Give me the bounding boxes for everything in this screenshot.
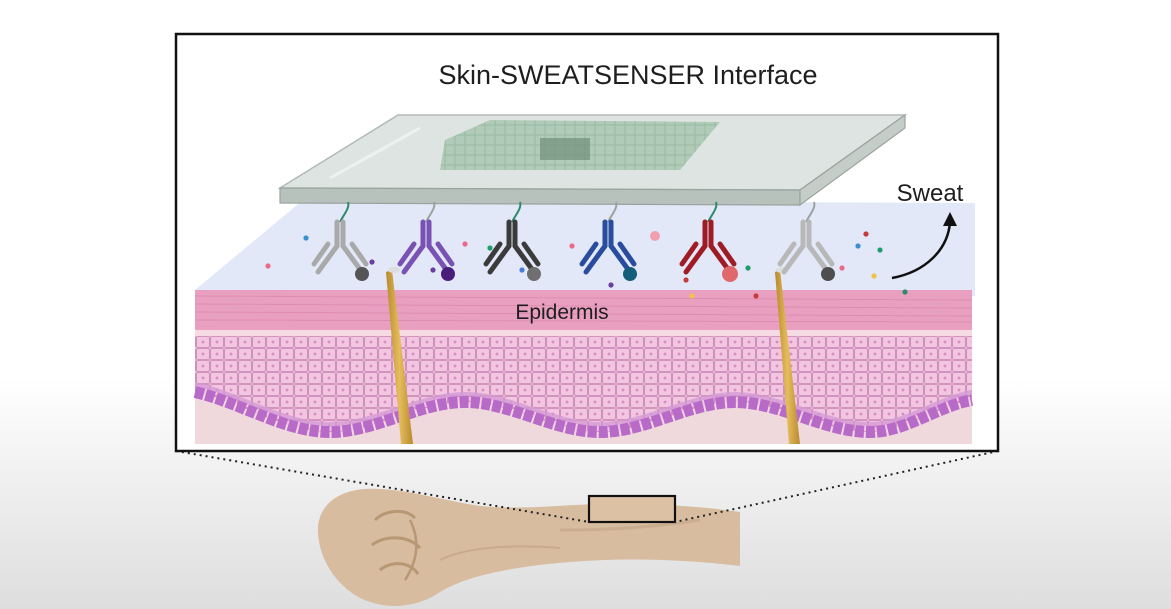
- analyte-dot: [462, 241, 468, 247]
- analyte-dot: [855, 243, 861, 249]
- analyte-dot: [303, 235, 309, 241]
- analyte-dot: [902, 289, 908, 295]
- analyte-dot: [369, 259, 375, 265]
- analyte-dot: [650, 231, 660, 241]
- analyte-dot: [569, 243, 575, 249]
- zoom-connector-lines: [175, 450, 999, 523]
- epidermis-label: Epidermis: [515, 301, 608, 324]
- antibody-array: [311, 201, 835, 282]
- antibody-gray-1: [311, 201, 369, 281]
- analyte-dot: [877, 247, 883, 253]
- analyte-dot: [753, 293, 759, 299]
- bound-antigen: [441, 267, 455, 281]
- bound-antigen: [623, 267, 637, 281]
- analyte-dot: [871, 273, 877, 279]
- sensor-patch-outline: [587, 494, 677, 524]
- antibody-black: [483, 201, 541, 281]
- forearm-illustration: [317, 488, 740, 606]
- bound-antigen: [527, 267, 541, 281]
- bound-antigen: [722, 266, 738, 282]
- analyte-dot: [265, 263, 271, 269]
- page-title: Skin-SWEATSENSER Interface: [438, 60, 817, 90]
- analyte-dot: [689, 293, 695, 299]
- analyte-dot: [519, 267, 525, 273]
- sensor-glass-plate: [277, 113, 908, 207]
- sweat-arrow: [891, 212, 957, 280]
- analyte-dot: [839, 265, 845, 271]
- analyte-dot: [608, 282, 614, 288]
- analyte-dot: [430, 267, 436, 273]
- antibody-purple: [397, 201, 455, 281]
- bound-antigen: [821, 267, 835, 281]
- antibody-gray-2: [777, 201, 835, 281]
- bound-antigen: [355, 267, 369, 281]
- sweat-label: Sweat: [897, 180, 964, 207]
- analyte-particles: [265, 231, 908, 299]
- antibody-red: [679, 201, 738, 282]
- basal-layer: [195, 392, 972, 444]
- analyte-dot: [863, 231, 869, 237]
- sweat-duct-left: [386, 267, 413, 444]
- analyte-dot: [745, 265, 751, 271]
- analyte-dot: [487, 245, 493, 251]
- analyte-dot: [683, 277, 689, 283]
- skin-cross-section: [193, 290, 974, 444]
- antibody-blue: [579, 201, 637, 281]
